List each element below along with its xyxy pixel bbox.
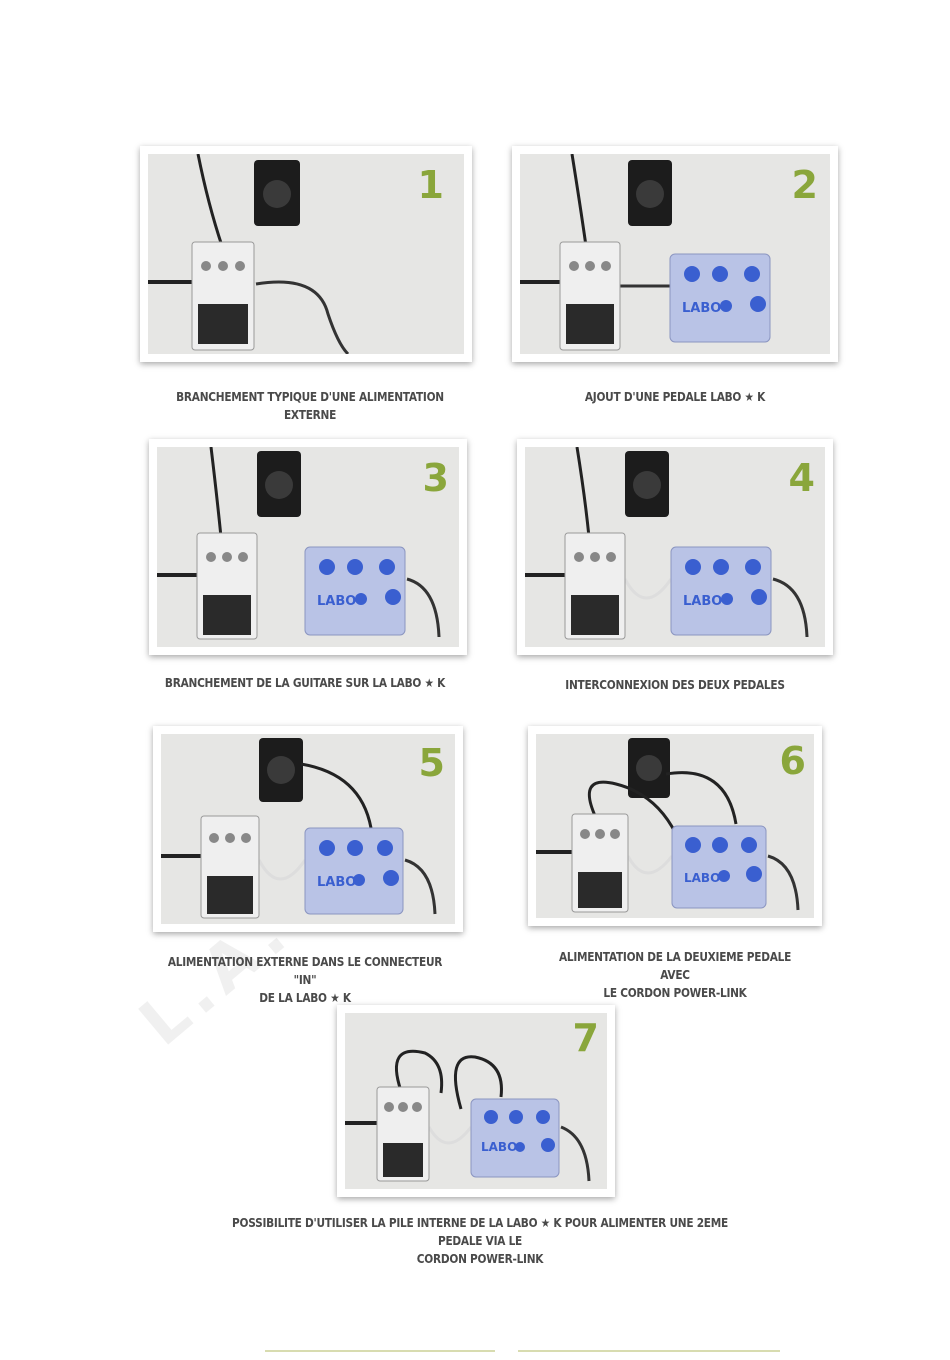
photo-step-7: LABO 7 [337, 1005, 615, 1197]
caption-5-line-2-post: K [342, 991, 351, 1005]
caption-step-2: AJOUT D'UNE PEDALE LABO ★ K [539, 388, 812, 406]
caption-7-line-1-pre: POSSIBILITE D'UTILISER LA PILE INTERNE D… [232, 1216, 538, 1230]
step-5-number: 5 [419, 741, 445, 785]
photo-1-image: 1 [148, 154, 464, 354]
caption-step-1: BRANCHEMENT TYPIQUE D'UNE ALIMENTATION E… [152, 388, 469, 424]
caption-5-line-1: ALIMENTATION EXTERNE DANS LE CONNECTEUR … [167, 955, 443, 987]
photo-5-image: LABO 5 [161, 734, 455, 924]
caption-5-line-2-pre: DE LA LABO [259, 991, 327, 1005]
photo-step-3: LABO 3 [149, 439, 467, 655]
caption-7-line-1-post: K POUR ALIMENTER UNE 2EME PEDALE VIA LE [438, 1216, 728, 1248]
footer-divider-left [265, 1350, 495, 1352]
caption-7-line-1: POSSIBILITE D'UTILISER LA PILE INTERNE D… [216, 1214, 744, 1250]
star-icon: ★ [330, 991, 340, 1005]
star-icon: ★ [424, 676, 434, 690]
caption-2-text-post: K [757, 390, 766, 404]
step-1-number: 1 [418, 163, 444, 207]
photo-step-6: LABO 6 [528, 726, 822, 926]
caption-7-line-2: CORDON POWER-LINK [416, 1252, 544, 1266]
pedal-label-4: LABO [683, 594, 722, 609]
caption-6-line-1: ALIMENTATION DE LA DEUXIEME PEDALE AVEC [558, 950, 792, 982]
caption-6-line-2: LE CORDON POWER-LINK [603, 986, 747, 1000]
caption-3-text-post: K [437, 676, 446, 690]
pedal-label-3: LABO [317, 594, 356, 609]
caption-step-3: BRANCHEMENT DE LA GUITARE SUR LA LABO ★ … [160, 674, 450, 692]
step-2-number: 2 [792, 163, 818, 207]
caption-5-line-2: DE LA LABO ★ K [160, 989, 450, 1007]
caption-step-4: INTERCONNEXION DES DEUX PEDALES [539, 676, 812, 694]
pedal-label-6: LABO [684, 871, 720, 885]
caption-1-text: BRANCHEMENT TYPIQUE D'UNE ALIMENTATION E… [176, 390, 444, 422]
photo-3-image: LABO 3 [157, 447, 459, 647]
step-4-number: 4 [789, 456, 815, 500]
caption-2-text-pre: AJOUT D'UNE PEDALE LABO [584, 390, 742, 404]
star-icon: ★ [744, 390, 754, 404]
step-7-number: 7 [573, 1016, 599, 1060]
pedal-label-2: LABO [682, 301, 721, 316]
photo-step-1: 1 [140, 146, 472, 362]
caption-step-5: ALIMENTATION EXTERNE DANS LE CONNECTEUR … [160, 953, 450, 1007]
photo-step-2: LABO 2 [512, 146, 838, 362]
footer-divider-right [518, 1350, 780, 1352]
photo-2-image: LABO 2 [520, 154, 830, 354]
photo-step-5: LABO 5 [153, 726, 463, 932]
caption-step-7: POSSIBILITE D'UTILISER LA PILE INTERNE D… [216, 1214, 744, 1268]
step-6-number: 6 [780, 739, 806, 783]
photo-7-image: LABO 7 [345, 1013, 607, 1189]
pedal-label-7: LABO [481, 1140, 517, 1154]
photo-4-image: LABO 4 [525, 447, 825, 647]
star-icon: ★ [540, 1216, 550, 1230]
caption-4-text: INTERCONNEXION DES DEUX PEDALES [565, 678, 785, 692]
step-3-number: 3 [423, 456, 449, 500]
photo-step-4: LABO 4 [517, 439, 833, 655]
caption-step-6: ALIMENTATION DE LA DEUXIEME PEDALE AVEC … [547, 948, 802, 1002]
photo-6-image: LABO 6 [536, 734, 814, 918]
pedal-label-5: LABO [317, 875, 356, 890]
caption-3-text-pre: BRANCHEMENT DE LA GUITARE SUR LA LABO [164, 676, 422, 690]
